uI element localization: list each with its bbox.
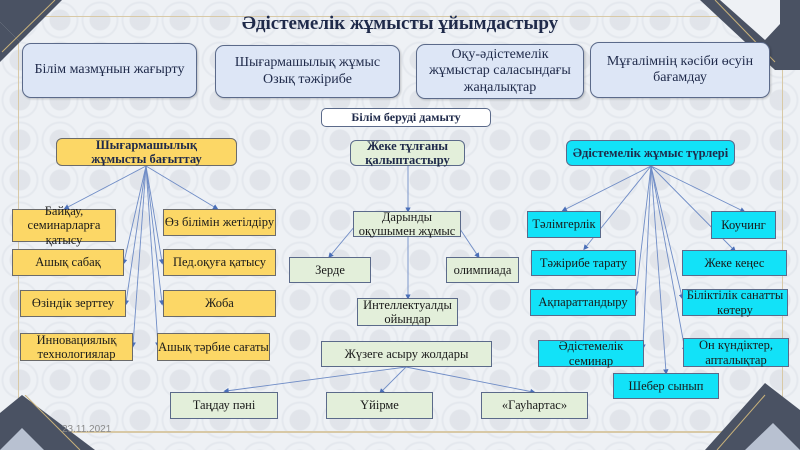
connector-line bbox=[145, 165, 219, 210]
connector-line bbox=[130, 165, 147, 348]
connector-line bbox=[379, 366, 407, 394]
connector-line bbox=[650, 165, 688, 353]
left-hub-creative-direction: Шығармашылық жұмысты бағыттау bbox=[56, 138, 237, 166]
right-item: Шебер сынып bbox=[613, 373, 719, 399]
connector-line bbox=[328, 225, 356, 259]
top-box-label: Оқу-әдістемелік жұмыстар саласындағы жаң… bbox=[429, 47, 571, 95]
page-title: Әдістемелік жұмысты ұйымдастыру bbox=[241, 13, 559, 34]
gifted-students-box: Дарынды оқушымен жұмыс bbox=[353, 209, 461, 238]
slide-date: 23.11.2021 bbox=[62, 424, 112, 435]
item-label: Дарынды оқушымен жұмыс bbox=[358, 209, 456, 238]
right-item: Біліктілік санатты көтеру bbox=[682, 288, 788, 317]
right-item: Тәлімгерлік bbox=[527, 211, 601, 238]
item-label: Ашық сабақ bbox=[35, 255, 101, 270]
left-item: Байқау, семинарларға қатысу bbox=[12, 204, 116, 247]
item-label: Тәлімгерлік bbox=[532, 217, 596, 232]
connector-line bbox=[650, 165, 669, 375]
connector-line bbox=[145, 165, 165, 306]
item-label: Ақпараттандыру bbox=[538, 295, 628, 310]
item-label: Байқау, семинарларға қатысу bbox=[27, 204, 101, 247]
connector-line bbox=[145, 165, 161, 348]
item-label: Таңдау пәні bbox=[192, 398, 256, 413]
implementation-ways-box: Жүзеге асыру жолдары bbox=[321, 341, 492, 367]
item-label: Ашық тәрбие сағаты bbox=[158, 339, 269, 354]
top-box-label: Мұғалімнің кәсіби өсуін бағамдау bbox=[606, 53, 754, 85]
left-item: Өзіндік зерттеу bbox=[20, 290, 126, 317]
item-label: Он күндіктер, апталықтар bbox=[699, 338, 773, 367]
right-item: Ақпараттандыру bbox=[530, 289, 636, 316]
item-label: Шебер сынып bbox=[628, 378, 704, 393]
top-box-label: Білім мазмұнын жағырту bbox=[34, 62, 185, 78]
connector-line bbox=[223, 366, 407, 394]
middle-hub-personality: Жеке тұлғаны қалыптастыру bbox=[350, 138, 465, 167]
left-item: Пед.оқуға қатысу bbox=[163, 249, 276, 276]
item-label: Өз білімін жетілдіру bbox=[164, 215, 275, 230]
item-label: Жүзеге асыру жолдары bbox=[344, 346, 469, 361]
hub-label: Әдістемелік жұмыс түрлері bbox=[572, 145, 729, 160]
right-hub-methodical-types: Әдістемелік жұмыс түрлері bbox=[566, 140, 735, 166]
connector-line bbox=[121, 165, 147, 265]
top-box-label: Шығармашылық жұмыс Озық тәжірибе bbox=[234, 55, 381, 87]
item-label: Үйірме bbox=[360, 398, 399, 413]
connector-line bbox=[145, 165, 165, 265]
item-label: олимпиада bbox=[453, 262, 512, 277]
ways-item: «Гауһартас» bbox=[481, 392, 588, 419]
top-box-content-update: Білім мазмұнын жағырту bbox=[22, 43, 197, 98]
center-header-box: Білім беруді дамыту bbox=[321, 108, 491, 127]
middle-item: Интеллектуалды ойындар bbox=[357, 298, 458, 326]
connector-line bbox=[63, 165, 147, 210]
item-label: Өзіндік зерттеу bbox=[31, 296, 115, 311]
connector-line bbox=[457, 225, 480, 259]
item-label: Коучинг bbox=[721, 217, 766, 232]
connector-line bbox=[650, 165, 746, 213]
left-item: Инновациялық технологиялар bbox=[20, 333, 133, 361]
connector-line bbox=[650, 165, 685, 300]
connector-line bbox=[633, 165, 652, 297]
item-label: Әдістемелік семинар bbox=[558, 339, 624, 368]
frame-top-line bbox=[0, 16, 800, 17]
left-item: Жоба bbox=[163, 290, 276, 317]
ways-item: Үйірме bbox=[326, 392, 433, 419]
item-label: Біліктілік санатты көтеру bbox=[686, 288, 784, 317]
item-label: Зерде bbox=[315, 262, 345, 277]
item-label: Жеке кеңес bbox=[704, 255, 765, 270]
corner-decoration-bottom-left bbox=[0, 395, 95, 450]
connector-line bbox=[640, 165, 652, 350]
top-box-teacher-growth: Мұғалімнің кәсіби өсуін бағамдау bbox=[590, 42, 770, 98]
hub-label: Жеке тұлғаны қалыптастыру bbox=[365, 138, 450, 167]
corner-decoration-top-left bbox=[0, 0, 62, 62]
top-box-methodical-news: Оқу-әдістемелік жұмыстар саласындағы жаң… bbox=[416, 44, 584, 99]
right-item: Әдістемелік семинар bbox=[538, 339, 644, 368]
middle-item: олимпиада bbox=[446, 257, 519, 283]
left-item: Өз білімін жетілдіру bbox=[163, 209, 276, 236]
ways-item: Таңдау пәні bbox=[170, 392, 278, 419]
connector-line bbox=[123, 165, 147, 306]
item-label: Инновациялық технологиялар bbox=[36, 332, 117, 361]
top-box-creative-work: Шығармашылық жұмыс Озық тәжірибе bbox=[215, 45, 400, 98]
connector-line bbox=[405, 366, 536, 395]
left-item: Ашық тәрбие сағаты bbox=[157, 333, 270, 361]
frame-bottom-line bbox=[0, 431, 800, 433]
right-item: Жеке кеңес bbox=[682, 250, 787, 276]
left-item: Ашық сабақ bbox=[12, 249, 124, 276]
corner-decoration-bottom-right bbox=[705, 383, 800, 450]
item-label: «Гауһартас» bbox=[501, 398, 568, 413]
connector-line bbox=[561, 165, 652, 212]
item-label: Пед.оқуға қатысу bbox=[172, 255, 267, 270]
right-item: Он күндіктер, апталықтар bbox=[683, 338, 789, 367]
right-item: Тәжірибе тарату bbox=[531, 250, 636, 276]
middle-item: Зерде bbox=[289, 257, 371, 283]
center-header-label: Білім беруді дамыту bbox=[351, 109, 461, 124]
item-label: Жоба bbox=[205, 296, 234, 311]
hub-label: Шығармашылық жұмысты бағыттау bbox=[91, 137, 202, 166]
frame-right-line bbox=[782, 16, 783, 432]
item-label: Интеллектуалды ойындар bbox=[363, 297, 452, 326]
item-label: Тәжірибе тарату bbox=[539, 255, 628, 270]
right-item: Коучинг bbox=[711, 211, 776, 239]
